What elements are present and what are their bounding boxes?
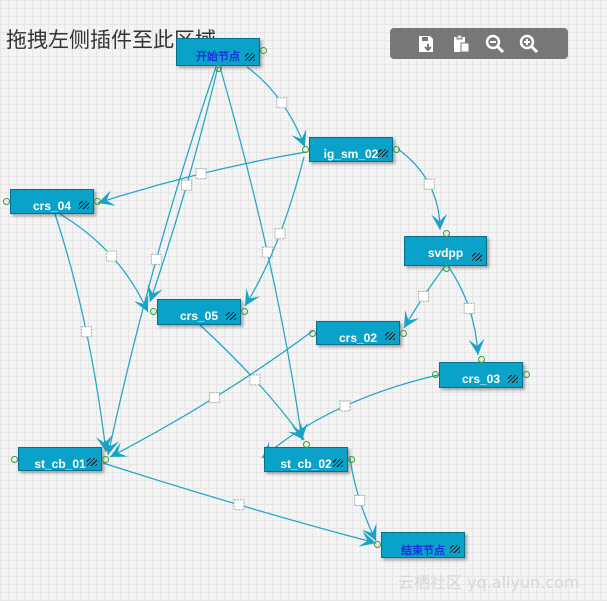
node-label: crs_02 bbox=[338, 331, 378, 345]
arrowhead-icon bbox=[96, 435, 112, 452]
node-label: 开始节点 bbox=[196, 51, 240, 63]
save-icon[interactable] bbox=[416, 33, 438, 55]
edge-label-handle[interactable] bbox=[423, 178, 435, 190]
output-port[interactable] bbox=[102, 456, 109, 463]
watermark: 云栖社区 yq.aliyun.com bbox=[398, 573, 580, 592]
output-port[interactable] bbox=[348, 456, 355, 463]
arrowhead-icon bbox=[110, 442, 128, 457]
node-st-cb-02[interactable]: st_cb_02 bbox=[264, 441, 355, 472]
edge-label-handle[interactable] bbox=[233, 499, 245, 511]
edge-start-to-ig_sm_02[interactable] bbox=[246, 66, 306, 148]
output-port[interactable] bbox=[241, 308, 248, 315]
edge-label-handle[interactable] bbox=[80, 326, 92, 338]
input-port[interactable] bbox=[478, 356, 485, 363]
node-ig-sm-02[interactable]: ig_sm_02 bbox=[302, 137, 400, 162]
edge-st_cb_01-to-end[interactable] bbox=[102, 462, 377, 544]
edge-start-to-st_cb_02[interactable] bbox=[219, 66, 303, 441]
node-crs-03[interactable]: crs_03 bbox=[432, 356, 530, 388]
resize-grip-icon[interactable] bbox=[378, 149, 388, 157]
edge-label-handle[interactable] bbox=[354, 495, 366, 507]
resize-grip-icon[interactable] bbox=[508, 375, 518, 383]
resize-grip-icon[interactable] bbox=[385, 332, 395, 340]
edge-label-handle[interactable] bbox=[150, 253, 162, 265]
arrowhead-icon bbox=[288, 422, 304, 440]
resize-grip-icon[interactable] bbox=[333, 459, 343, 467]
resize-grip-icon[interactable] bbox=[472, 253, 482, 261]
resize-grip-icon[interactable] bbox=[87, 458, 97, 466]
input-port[interactable] bbox=[374, 541, 381, 548]
output-port[interactable] bbox=[215, 65, 222, 72]
arrowhead-icon bbox=[431, 213, 448, 230]
node-svdpp[interactable]: svdpp bbox=[404, 230, 487, 272]
edge-start-to-st_cb_01[interactable] bbox=[107, 66, 217, 456]
output-port[interactable] bbox=[260, 47, 267, 54]
input-port[interactable] bbox=[442, 230, 450, 237]
arrowhead-icon bbox=[358, 531, 376, 547]
edge-crs_04-to-crs_05[interactable] bbox=[59, 213, 149, 313]
arrowhead-icon bbox=[98, 190, 116, 206]
input-port[interactable] bbox=[11, 456, 18, 463]
output-port[interactable] bbox=[393, 146, 400, 153]
resize-grip-icon[interactable] bbox=[450, 545, 460, 553]
arrowhead-icon bbox=[291, 129, 307, 147]
node-label: svdpp bbox=[427, 246, 464, 260]
node-label: 结束节点 bbox=[401, 545, 445, 557]
clipboard-icon[interactable] bbox=[450, 33, 472, 55]
output-port[interactable] bbox=[442, 265, 450, 272]
node-end[interactable]: 结束节点 bbox=[374, 532, 465, 558]
input-port[interactable] bbox=[309, 330, 316, 337]
node-st-cb-01[interactable]: st_cb_01 bbox=[11, 447, 109, 471]
node-label: ig_sm_02 bbox=[323, 147, 379, 161]
edge-crs_04-to-st_cb_01[interactable] bbox=[54, 213, 107, 453]
resize-grip-icon[interactable] bbox=[226, 312, 236, 320]
arrowhead-icon bbox=[362, 523, 377, 541]
edge-crs_03-to-st_cb_02[interactable] bbox=[261, 374, 439, 459]
input-port[interactable] bbox=[303, 441, 310, 448]
arrowhead-icon bbox=[468, 338, 485, 355]
node-label: crs_03 bbox=[461, 372, 501, 386]
node-label: st_cb_01 bbox=[34, 457, 86, 471]
edge-ig_sm_02-to-crs_05[interactable] bbox=[244, 156, 305, 307]
arrowhead-icon bbox=[147, 284, 163, 302]
arrowhead-icon bbox=[133, 294, 149, 312]
output-port[interactable] bbox=[400, 330, 407, 337]
node-crs-04[interactable]: crs_04 bbox=[3, 189, 101, 214]
output-port[interactable] bbox=[523, 371, 530, 378]
node-label: crs_04 bbox=[32, 199, 72, 213]
output-port[interactable] bbox=[94, 198, 101, 205]
canvas-toolbar bbox=[390, 28, 568, 59]
edge-label-handle[interactable] bbox=[249, 374, 261, 386]
edge-label-handle[interactable] bbox=[195, 168, 207, 180]
zoom-in-icon[interactable] bbox=[518, 33, 540, 55]
edge-label-handle[interactable] bbox=[463, 302, 475, 314]
resize-grip-icon[interactable] bbox=[79, 201, 89, 209]
zoom-out-icon[interactable] bbox=[484, 33, 506, 55]
edge-label-handle[interactable] bbox=[209, 392, 221, 404]
resize-grip-icon[interactable] bbox=[245, 53, 255, 61]
edge-label-handle[interactable] bbox=[181, 179, 193, 191]
edge-label-handle[interactable] bbox=[274, 228, 286, 240]
arrowhead-icon bbox=[245, 288, 261, 306]
input-port[interactable] bbox=[3, 198, 10, 205]
edge-label-handle[interactable] bbox=[106, 250, 118, 262]
edge-label-handle[interactable] bbox=[418, 290, 430, 302]
arrowhead-icon bbox=[404, 310, 420, 328]
input-port[interactable] bbox=[150, 308, 157, 315]
arrowhead-icon bbox=[103, 437, 120, 455]
node-start[interactable]: 开始节点 bbox=[176, 38, 267, 72]
node-crs-05[interactable]: crs_05 bbox=[150, 299, 248, 325]
input-port[interactable] bbox=[302, 146, 309, 153]
output-port[interactable] bbox=[432, 371, 439, 378]
node-crs-02[interactable]: crs_02 bbox=[309, 321, 407, 345]
node-label: crs_05 bbox=[179, 309, 219, 323]
node-label: st_cb_02 bbox=[280, 457, 332, 471]
edge-label-handle[interactable] bbox=[339, 400, 351, 412]
edge-label-handle[interactable] bbox=[276, 97, 288, 109]
